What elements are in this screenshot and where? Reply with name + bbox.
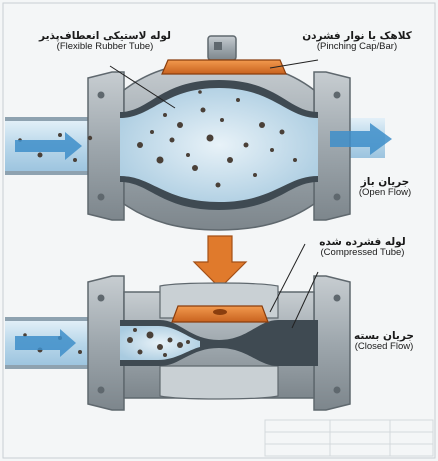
closed-valve [5,275,351,411]
leader-lines [109,59,319,329]
right-flange-bottom [313,275,351,411]
flow-arrows-top [15,123,392,160]
compress-arrow [192,235,248,289]
label-pinch-bar: کلاهک یا نوار فشردن (Pinching Cap/Bar) [302,30,412,53]
label-rubber-tube: لوله لاستیکی انعطاف‌پذیر (Flexible Rubbe… [39,30,171,53]
flow-arrows-bottom [15,329,76,357]
pinch-bar-open [161,59,287,75]
open-valve [5,35,392,231]
left-flange-top [87,71,125,221]
particles-bottom [23,328,190,357]
label-closed-flow: جریان بسته (Closed Flow) [354,330,414,353]
title-block [264,419,434,457]
label-open-flow: جریان باز (Open Flow) [358,176,412,199]
left-flange-bottom [87,275,125,411]
label-compressed-tube: لوله فشرده شده (Compressed Tube) [319,236,406,259]
